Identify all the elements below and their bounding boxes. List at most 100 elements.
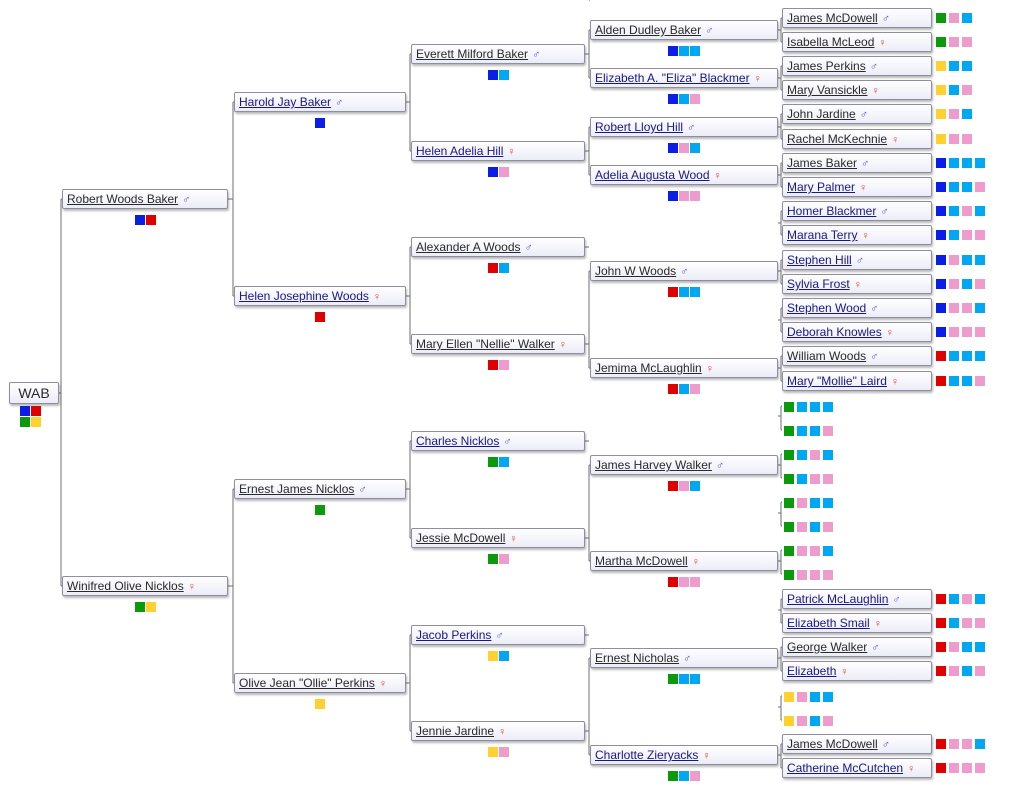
person-name-link[interactable]: James McDowell [787,11,878,25]
person-box[interactable]: Mary Palmer♀ [782,177,932,197]
person-name-link[interactable]: Jacob Perkins [416,628,492,642]
person-name-link[interactable]: Adelia Augusta Wood [595,168,710,182]
person-box[interactable]: Olive Jean "Ollie" Perkins♀ [234,673,406,693]
person-name-link[interactable]: Charles Nicklos [416,434,500,448]
person-box[interactable]: William Woods♂ [782,346,932,366]
person-name-link[interactable]: Stephen Wood [787,301,867,315]
person-box[interactable]: Mary Ellen "Nellie" Walker♀ [411,334,585,354]
person-name-link[interactable]: Patrick McLaughlin [787,592,889,606]
person-box[interactable]: Elizabeth♀ [782,661,932,681]
person-box[interactable]: Catherine McCutchen♀ [782,758,932,778]
person-box[interactable]: Alexander A Woods♂ [411,237,585,257]
person-box[interactable]: Ernest James Nicklos♂ [234,479,406,499]
person-box[interactable]: Deborah Knowles♀ [782,322,932,342]
person-name-link[interactable]: Robert Woods Baker [67,192,179,206]
person-box[interactable]: Sylvia Frost♀ [782,274,932,294]
person-name-link[interactable]: Sylvia Frost [787,277,850,291]
male-symbol-icon: ♂ [532,49,541,61]
person-box[interactable]: Patrick McLaughlin♂ [782,589,932,609]
person-box[interactable]: Stephen Hill♂ [782,250,932,270]
person-box[interactable]: James Perkins♂ [782,56,932,76]
person-box[interactable]: Elizabeth Smail♀ [782,613,932,633]
person-name-link[interactable]: Ernest Nicholas [595,651,680,665]
person-name-link[interactable]: Stephen Hill [787,253,852,267]
person-box[interactable]: Everett Milford Baker♂ [411,44,585,64]
person-box[interactable]: Helen Adelia Hill♀ [411,141,585,161]
person-name-link[interactable]: John W Woods [595,264,677,278]
person-name-link[interactable]: Mary Ellen "Nellie" Walker [416,337,555,351]
female-symbol-icon: ♀ [705,363,714,375]
person-name-link[interactable]: Robert Lloyd Hill [595,120,684,134]
person-box[interactable]: Mary Vansickle♀ [782,80,932,100]
person-name-link[interactable]: William Woods [787,349,867,363]
person-box[interactable]: James Baker♂ [782,153,932,173]
person-name-link[interactable]: Alden Dudley Baker [595,23,702,37]
person-name-link[interactable]: James Harvey Walker [595,458,712,472]
person-name-link[interactable]: James Perkins [787,59,866,73]
person-name-link[interactable]: Marana Terry [787,228,858,242]
person-box[interactable]: Jennie Jardine♀ [411,721,585,741]
person-name-link[interactable]: Elizabeth [787,664,837,678]
person-box[interactable]: Homer Blackmer♂ [782,201,932,221]
person-name-link[interactable]: Jessie McDowell [416,531,506,545]
person-box[interactable]: Charles Nicklos♂ [411,431,585,451]
person-box[interactable]: Robert Lloyd Hill♂ [590,117,778,137]
person-box[interactable]: Elizabeth A. "Eliza" Blackmer♀ [590,68,778,88]
lineage-color-swatch [499,554,509,564]
person-box[interactable]: Ernest Nicholas♂ [590,648,778,668]
person-box[interactable]: Marana Terry♀ [782,225,932,245]
person-box[interactable]: Rachel McKechnie♀ [782,129,932,149]
person-box[interactable]: George Walker♂ [782,637,932,657]
person-box[interactable]: Alden Dudley Baker♂ [590,20,778,40]
person-name-link[interactable]: Winifred Olive Nicklos [67,579,184,593]
person-name-link[interactable]: Rachel McKechnie [787,132,888,146]
person-box[interactable]: Helen Josephine Woods♀ [234,286,406,306]
person-name-link[interactable]: James McDowell [787,737,878,751]
person-box[interactable]: James Harvey Walker♂ [590,455,778,475]
person-box[interactable]: James McDowell♂ [782,8,932,28]
person-name-link[interactable]: Homer Blackmer [787,204,877,218]
person-name-link[interactable]: Alexander A Woods [416,240,521,254]
person-name-link[interactable]: Isabella McLeod [787,35,875,49]
person-name-link[interactable]: Elizabeth A. "Eliza" Blackmer [595,71,750,85]
person-name-link[interactable]: Jemima McLaughlin [595,361,702,375]
person-name-link[interactable]: Harold Jay Baker [239,95,332,109]
person-box[interactable]: John W Woods♂ [590,261,778,281]
person-name-link[interactable]: Olive Jean "Ollie" Perkins [239,676,375,690]
person-name-link[interactable]: Jennie Jardine [416,724,495,738]
person-box[interactable]: Jemima McLaughlin♀ [590,358,778,378]
person-name-link[interactable]: Mary "Mollie" Laird [787,374,887,388]
person-box[interactable]: Jessie McDowell♀ [411,528,585,548]
person-name-link[interactable]: Mary Vansickle [787,83,868,97]
lineage-color-swatch [936,594,946,604]
person-name-link[interactable]: George Walker [787,640,868,654]
person-box[interactable]: Robert Woods Baker♂ [62,189,228,209]
person-name-link[interactable]: James Baker [787,156,858,170]
person-name-link[interactable]: Deborah Knowles [787,325,882,339]
person-box[interactable]: James McDowell♂ [782,734,932,754]
female-symbol-icon: ♀ [187,581,196,593]
person-name-link[interactable]: Catherine McCutchen [787,761,904,775]
person-name-link[interactable]: Mary Palmer [787,180,856,194]
person-box[interactable]: Charlotte Zieryacks♀ [590,745,778,765]
person-name-link[interactable]: Martha McDowell [595,554,688,568]
person-name-link[interactable]: John Jardine [787,107,856,121]
person-box[interactable]: Harold Jay Baker♂ [234,92,406,112]
person-box[interactable]: Mary "Mollie" Laird♀ [782,371,932,391]
person-name-link[interactable]: Charlotte Zieryacks [595,748,699,762]
person-box[interactable]: Winifred Olive Nicklos♀ [62,576,228,596]
person-name-link[interactable]: Ernest James Nicklos [239,482,355,496]
person-box[interactable]: Martha McDowell♀ [590,551,778,571]
person-name-link[interactable]: Elizabeth Smail [787,616,870,630]
lineage-color-swatch [962,279,972,289]
person-box[interactable]: Isabella McLeod♀ [782,32,932,52]
person-box[interactable]: John Jardine♂ [782,104,932,124]
person-box[interactable]: Jacob Perkins♂ [411,625,585,645]
root-person-box[interactable]: WAB [9,382,59,404]
person-name-link[interactable]: Helen Josephine Woods [239,289,369,303]
person-box[interactable]: Stephen Wood♂ [782,298,932,318]
person-name-link[interactable]: Helen Adelia Hill [416,144,504,158]
female-symbol-icon: ♀ [873,618,882,630]
person-box[interactable]: Adelia Augusta Wood♀ [590,165,778,185]
person-name-link[interactable]: Everett Milford Baker [416,47,529,61]
